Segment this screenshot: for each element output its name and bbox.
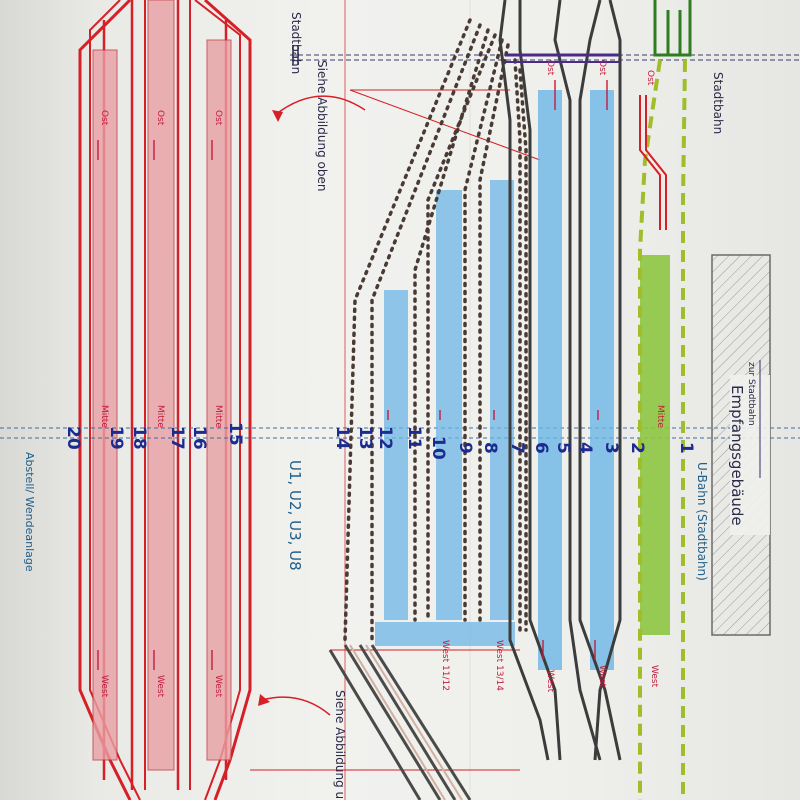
label-ost-19-20: Ost xyxy=(99,110,109,126)
empfangsgebaeude-label: Empfangsgebäude xyxy=(728,385,746,526)
stadtbahn-label-right: Stadtbahn xyxy=(711,72,725,134)
arrow-icon xyxy=(261,696,331,716)
platform-17-18 xyxy=(147,0,175,771)
label-mitte-15-16: Mitte xyxy=(213,405,223,428)
label-ost-1-2: Ost xyxy=(645,70,655,86)
platform-1-2 xyxy=(640,255,670,635)
label-west-19-20: West xyxy=(99,675,109,698)
left-track-group: Ost Ost Ost Mitte Mitte Mitte West West … xyxy=(78,0,252,800)
track-number-20: 20 xyxy=(63,426,83,450)
track-number-11: 11 xyxy=(404,426,424,450)
track-number-15: 15 xyxy=(225,422,245,446)
label-ost-5-6: Ost xyxy=(597,60,607,76)
label-mitte-17-18: Mitte xyxy=(155,405,165,428)
track-number-13: 13 xyxy=(355,426,375,450)
label-west-15-16: West xyxy=(213,675,223,698)
track-number-1: 1 xyxy=(676,442,696,454)
label-west-17-18: West xyxy=(155,675,165,698)
track-number-16: 16 xyxy=(189,426,209,450)
label-ost-7-8: Ost xyxy=(545,60,555,76)
track-number-18: 18 xyxy=(129,426,149,450)
middle-track-group: Ost Ost West West West 11/12 West 13/14 xyxy=(328,0,622,800)
track-number-4: 4 xyxy=(575,442,595,454)
track-number-19: 19 xyxy=(106,426,126,450)
platform-cross xyxy=(375,622,515,646)
platform-15-16 xyxy=(206,39,232,761)
track-number-10: 10 xyxy=(428,436,448,460)
platform-5-6 xyxy=(590,90,614,670)
track-number-8: 8 xyxy=(480,442,500,454)
label-west-13-14: West 13/14 xyxy=(494,640,504,691)
abstell-label: Abstell/ Wendeanlage xyxy=(23,452,36,572)
track-number-9: 9 xyxy=(455,442,475,454)
label-west-11-12: West 11/12 xyxy=(440,640,450,691)
track-number-2: 2 xyxy=(627,442,647,454)
label-west-7-8: West xyxy=(545,670,555,693)
platform-11-12 xyxy=(436,190,462,620)
track-number-12: 12 xyxy=(375,426,395,450)
label-mitte-19-20: Mitte xyxy=(99,405,109,428)
u-lines-label: U1, U2, U3, U8 xyxy=(286,460,304,571)
stadtbahn-label-left: Stadtbahn xyxy=(289,12,303,74)
siehe-abbildung-unten: Siehe Abbildung u xyxy=(333,690,347,799)
track-number-row: 1 2 3 4 5 6 7 8 9 10 11 12 13 14 15 16 1… xyxy=(63,422,696,460)
label-west-5-6: West xyxy=(597,665,607,688)
ubahn-label: U-Bahn (Stadtbahn) xyxy=(695,462,709,581)
label-ost-17-18: Ost xyxy=(155,110,165,126)
ubahn-group: Ost Mitte West xyxy=(638,0,692,800)
track-number-17: 17 xyxy=(167,426,187,450)
label-ost-15-16: Ost xyxy=(213,110,223,126)
track-number-5: 5 xyxy=(553,442,573,454)
platform-7-8 xyxy=(538,90,562,670)
arrow-icon xyxy=(274,95,366,116)
track-number-7: 7 xyxy=(507,442,527,454)
siehe-abbildung-oben: Siehe Abbildung oben xyxy=(315,60,329,191)
zur-stadtbahn-label: zur Stadtbahn xyxy=(746,362,756,426)
track-number-6: 6 xyxy=(531,442,551,454)
label-west-1-2: West xyxy=(649,665,659,688)
track-number-14: 14 xyxy=(332,426,352,450)
platform-19-20 xyxy=(92,49,118,761)
track-number-3: 3 xyxy=(601,442,621,454)
platform-13-14 xyxy=(384,290,408,620)
label-mitte-1-2: Mitte xyxy=(655,405,665,428)
